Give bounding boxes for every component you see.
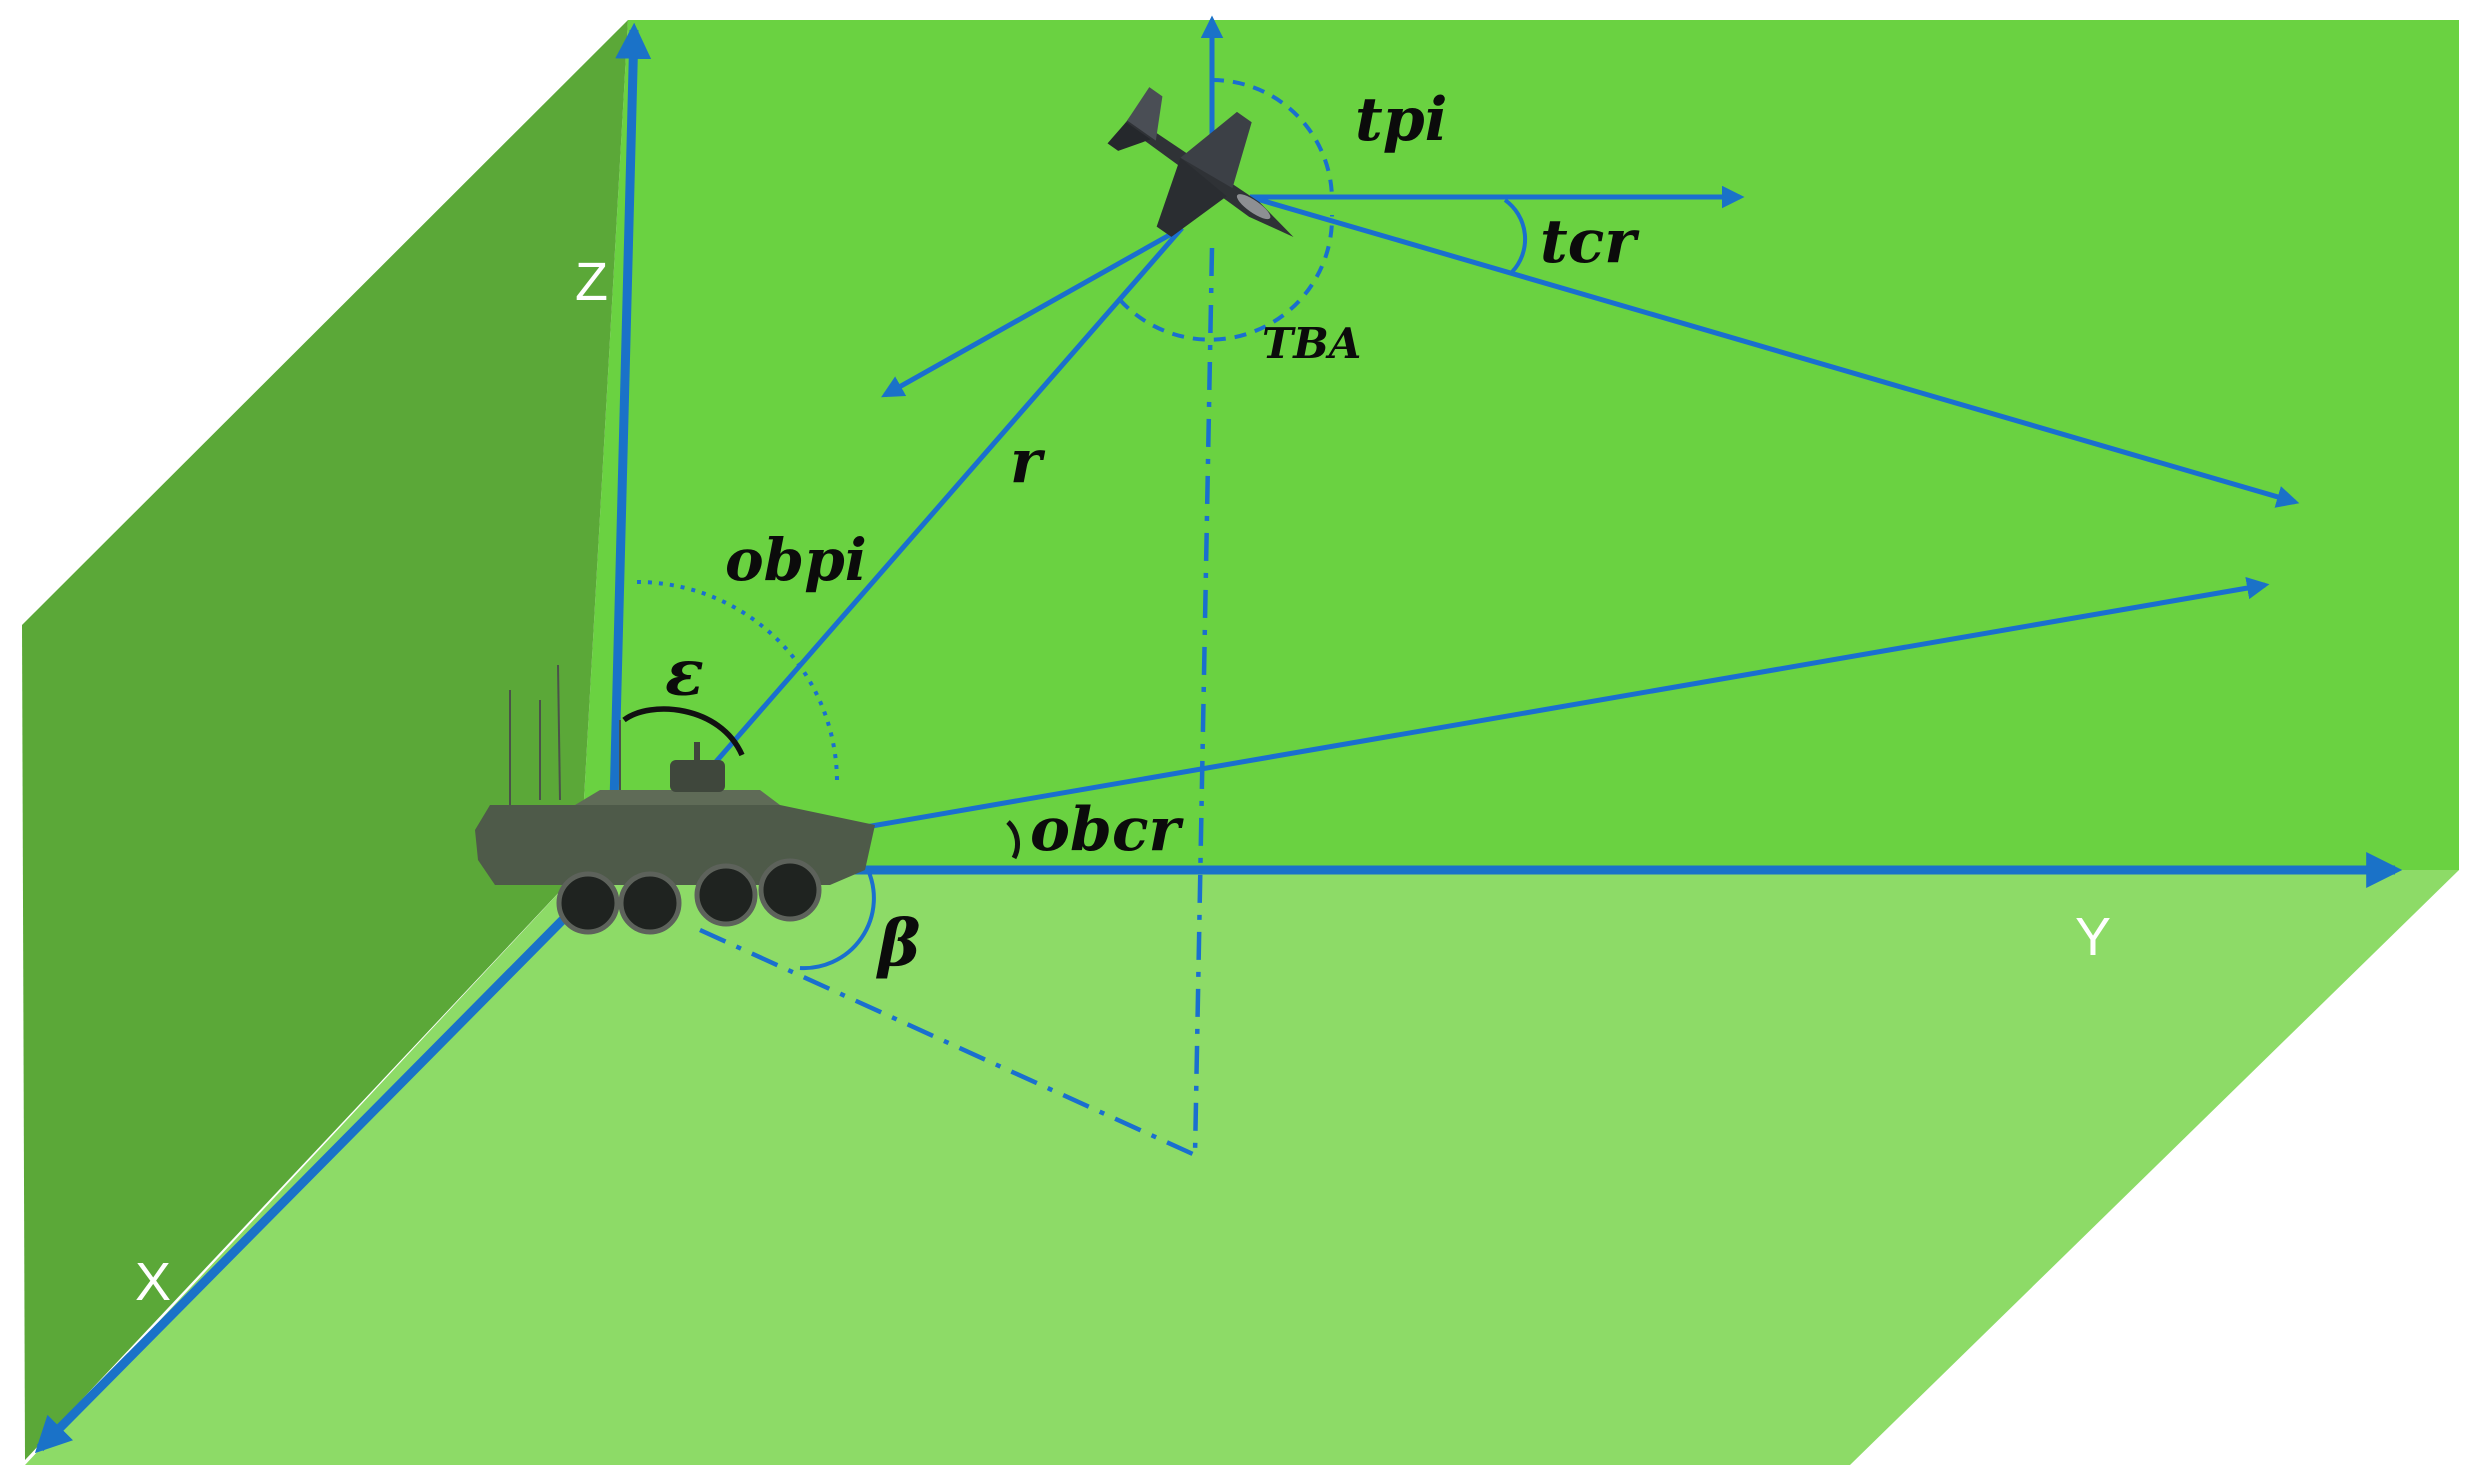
range-vector-r	[698, 226, 1184, 782]
target-heading-vector-reverse	[881, 225, 1184, 398]
side-wall-xz-plane	[22, 20, 628, 1460]
back-wall-yz-plane	[580, 20, 2459, 870]
vehicle-upper-deck	[575, 790, 780, 805]
z-axis	[607, 22, 652, 881]
wheel-4	[758, 858, 822, 922]
obpi-angle-arc	[636, 580, 839, 783]
label-epsilon: ε	[665, 636, 704, 711]
x-axis-label: X	[135, 1252, 171, 1312]
coordinate-axes	[34, 22, 2403, 1454]
vehicle-antennas	[509, 664, 621, 805]
obcr-angle-arc	[1006, 820, 1020, 860]
jet-tail-fin	[1127, 87, 1163, 141]
wheel-1	[556, 871, 620, 935]
tba-angle-arc	[1118, 214, 1335, 342]
fighter-jet-icon	[1107, 87, 1294, 237]
x-axis	[34, 866, 616, 1454]
tpi-angle-arc	[1211, 78, 1334, 201]
y-axis-label: Y	[2075, 907, 2111, 967]
vehicle-wheels	[556, 858, 822, 935]
floor-xy-plane	[25, 870, 2459, 1465]
projection-lines	[699, 247, 1215, 1158]
label-obpi: obpi	[725, 526, 867, 594]
label-tpi: tpi	[1355, 85, 1447, 155]
vectors	[698, 15, 2300, 831]
label-obcr: obcr	[1030, 795, 1185, 865]
epsilon-angle-arc	[622, 706, 745, 757]
z-axis-label: Z	[575, 252, 608, 312]
range-ground-projection	[699, 927, 1196, 1158]
antenna-3	[557, 664, 561, 801]
target-ground-projection	[1192, 247, 1215, 1156]
armored-vehicle-icon	[475, 664, 875, 935]
jet-main-wing-lower	[1156, 157, 1227, 237]
observer-velocity-vector	[859, 576, 2270, 831]
target-velocity-vector	[1249, 194, 2300, 508]
jet-main-wing	[1180, 111, 1252, 189]
jet-stabilizer	[1107, 122, 1151, 151]
wheel-2	[618, 871, 682, 935]
label-beta: β	[876, 906, 921, 981]
label-tcr: tcr	[1540, 207, 1640, 277]
jet-canopy	[1236, 194, 1271, 220]
vehicle-turret	[670, 760, 725, 792]
tcr-angle-arc	[1503, 198, 1528, 274]
label-r: r	[1010, 427, 1046, 497]
wheel-3	[694, 863, 758, 927]
label-tba: TBA	[1262, 319, 1361, 368]
angle-arcs	[636, 78, 1528, 971]
beta-angle-arc	[799, 869, 876, 971]
